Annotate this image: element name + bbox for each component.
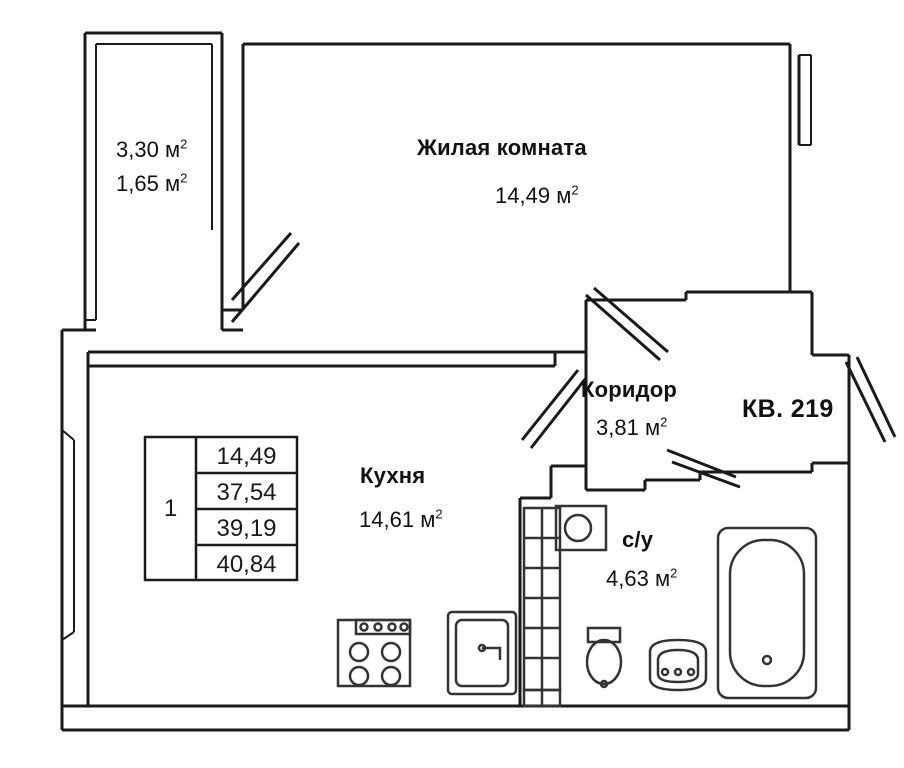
- bathtub-drain: [761, 654, 773, 666]
- stove-knob-1: [359, 622, 369, 632]
- unit-sup: 2: [670, 565, 678, 581]
- living-door-swing: [593, 286, 669, 354]
- room-name-living: Жилая комната: [417, 135, 587, 160]
- room-label-corridor: Коридор: [581, 378, 677, 401]
- sink-tap-3: [686, 667, 696, 677]
- sink-bowl: [648, 638, 708, 692]
- stove-knob-2: [373, 622, 383, 632]
- stove-icon: [336, 618, 412, 688]
- room-area-living-value: 14,49: [495, 183, 551, 208]
- balcony-area-full: 3,30 м2: [116, 138, 187, 161]
- sink-icon: [446, 610, 518, 696]
- entry-door-leaf: [844, 361, 887, 443]
- room-label-bathroom: с/у: [622, 528, 653, 551]
- balcony-area-half-value: 1,65: [116, 171, 159, 196]
- sink-tap-1: [660, 667, 670, 677]
- washer-door: [563, 513, 593, 543]
- bathtub-icon: [716, 526, 818, 700]
- toilet-tank: [586, 626, 622, 644]
- sink-inner: [656, 648, 700, 684]
- unit-m: м: [164, 171, 181, 196]
- stove-burner-4: [380, 665, 402, 687]
- unit-m: м: [644, 415, 661, 440]
- unit-sup: 2: [571, 182, 579, 198]
- room-name-kitchen: Кухня: [360, 463, 426, 488]
- unit-m: м: [556, 183, 572, 208]
- room-area-bathroom-value: 4,63: [606, 566, 649, 591]
- sink-basin: [454, 618, 510, 688]
- stove-knob-3: [387, 622, 397, 632]
- kitchen-door-swing: [529, 377, 588, 449]
- room-area-corridor: 3,81 м2: [596, 416, 667, 439]
- stove-knob-4: [399, 622, 409, 632]
- kitchen-window-cap-top: [61, 429, 75, 441]
- bath-door-leaf: [671, 460, 741, 489]
- sink-body: [446, 610, 518, 696]
- room-area-corridor-value: 3,81: [596, 415, 639, 440]
- bidet-sink-icon: [648, 638, 708, 692]
- room-area-kitchen-value: 14,61: [359, 507, 415, 532]
- living-door-leaf: [585, 293, 661, 362]
- toilet-bowl: [585, 638, 623, 686]
- summary-rooms-count: 1: [163, 495, 178, 522]
- summary-value-2: 37,54: [216, 479, 277, 506]
- summary-table: [143, 435, 299, 582]
- kitchen-cabinets-icon: [522, 506, 562, 708]
- room-name-corridor: Коридор: [581, 377, 678, 402]
- unit-sup: 2: [180, 136, 188, 152]
- kitchen-window-cap-bottom: [61, 631, 75, 641]
- bathroom-fixtures: [585, 526, 818, 700]
- room-name-bathroom: с/у: [622, 527, 654, 552]
- bathtub-inner: [728, 538, 806, 688]
- toilet-icon: [585, 626, 623, 689]
- unit-m: м: [164, 137, 181, 162]
- summary-value-3: 39,19: [216, 515, 277, 542]
- stove-burner-1: [348, 641, 370, 663]
- balcony-area-half: 1,65 м2: [116, 172, 187, 195]
- kitchen-door-leaf: [520, 369, 580, 441]
- bathtub-outer: [716, 526, 818, 700]
- toilet-base: [599, 679, 609, 689]
- balcony-door-leaf: [230, 232, 293, 301]
- unit-sup: 2: [180, 170, 188, 186]
- bath-door-swing: [666, 448, 737, 479]
- flat-number-label: КВ. 219: [742, 395, 834, 423]
- room-area-living: 14,49 м2: [495, 184, 579, 207]
- sink-drain: [477, 643, 487, 653]
- balcony-area-full-value: 3,30: [116, 137, 159, 162]
- sink-faucet: [482, 646, 502, 660]
- entry-door-swing: [855, 356, 897, 438]
- room-label-kitchen: Кухня: [360, 464, 425, 487]
- washer-body: [554, 504, 608, 552]
- room-area-bathroom: 4,63 м2: [606, 567, 677, 590]
- room-area-kitchen: 14,61 м2: [359, 508, 443, 531]
- washing-machine-icon: [554, 504, 608, 552]
- summary-value-1: 14,49: [216, 443, 277, 470]
- stove-burner-2: [380, 641, 402, 663]
- stove-backsplash: [354, 618, 412, 636]
- walls-group: [60, 31, 897, 732]
- unit-sup: 2: [660, 414, 668, 430]
- unit-sup: 2: [435, 506, 443, 522]
- unit-m: м: [420, 507, 436, 532]
- summary-value-4: 40,84: [216, 551, 277, 578]
- room-label-living: Жилая комната: [417, 136, 587, 159]
- unit-m: м: [654, 566, 671, 591]
- stove-burner-3: [348, 665, 370, 687]
- sink-tap-2: [673, 667, 683, 677]
- kitchen-fixtures: [336, 504, 608, 708]
